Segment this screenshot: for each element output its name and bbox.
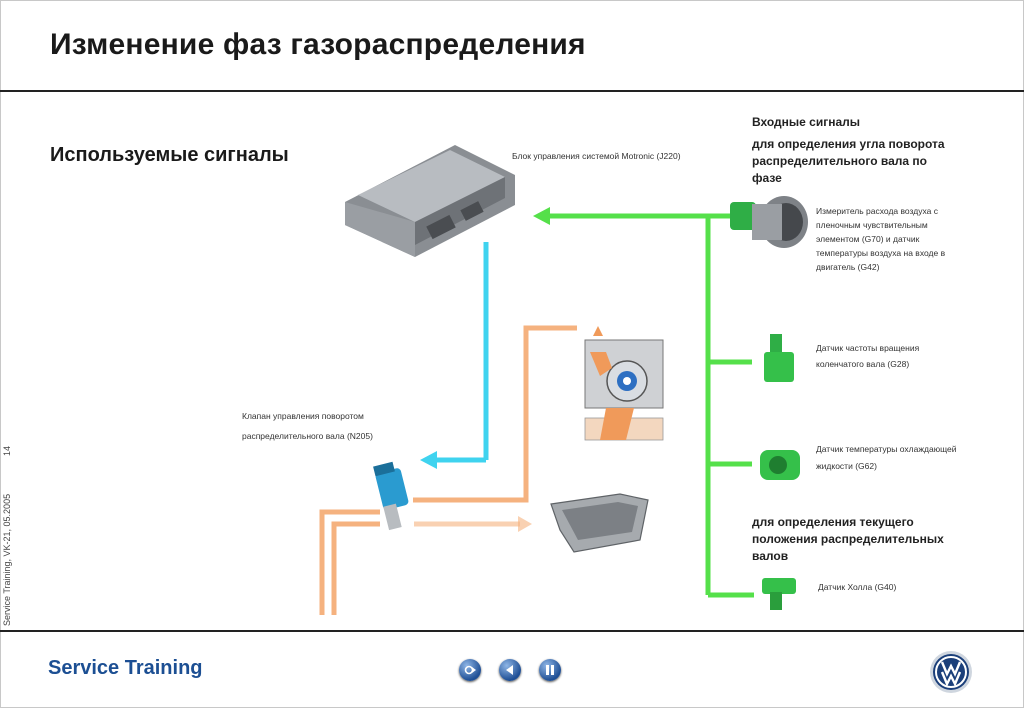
g28-label-line1: Датчик частоты вращения [816,343,920,353]
g40-label: Датчик Холла (G40) [818,582,897,592]
nav-back-button[interactable] [499,659,521,681]
nav-pause-button[interactable] [539,659,561,681]
camshaft-adjuster-icon [584,326,664,441]
nav-home-button[interactable] [459,659,481,681]
header-divider [0,90,1024,92]
oil-lines [319,325,577,615]
oil-sump-icon [550,493,649,553]
g70-label-line4: температуры воздуха на входе в [816,248,946,258]
slide-title: Изменение фаз газораспределения [50,28,586,61]
n205-valve-icon [373,461,409,531]
g40-hall-sensor-icon [762,578,796,610]
g28-label-line2: коленчатого вала (G28) [816,359,910,369]
pause-icon [546,665,554,675]
inputs-header-line3: распределительного вала по [752,154,927,168]
g62-label-line2: жидкости (G62) [816,461,877,471]
back-arrow-icon [506,665,513,675]
g28-crankshaft-sensor-icon [764,334,794,382]
valve-output-arrowhead [420,451,437,469]
g70-label-line5: двигатель (G42) [816,262,880,272]
inputs-header-line2: для определения угла поворота [752,137,945,151]
ecu-label: Блок управления системой Motronic (J220) [512,151,681,161]
brand-text: Service Training [48,657,203,679]
ecu-control-unit-icon [345,145,515,257]
valve-label-line1: Клапан управления поворотом [242,411,364,421]
g70-label-line1: Измеритель расхода воздуха с [816,206,938,216]
g62-label-line1: Датчик температуры охлаждающей [816,444,957,454]
inputs-header-line1: Входные сигналы [752,115,861,129]
home-icon [464,665,476,675]
current-header-line3: валов [752,549,789,563]
vw-logo-icon [930,651,972,693]
current-header-line2: положения распределительных [752,532,944,546]
g70-label-line3: элементом (G70) и датчик [816,234,920,244]
inputs-header-line4: фазе [752,171,782,185]
g70-air-flow-meter-icon [730,196,808,248]
ecu-input-arrowhead [533,207,550,225]
input-signal-lines [548,213,754,598]
g62-coolant-sensor-icon [760,450,800,480]
slide-subtitle: Используемые сигналы [50,144,289,166]
current-header-line1: для определения текущего [752,515,914,529]
g70-label-line2: пленочным чувствительным [816,220,928,230]
output-signal-line [434,242,489,463]
footer-divider [0,630,1024,632]
valve-label-line2: распределительного вала (N205) [242,431,373,441]
